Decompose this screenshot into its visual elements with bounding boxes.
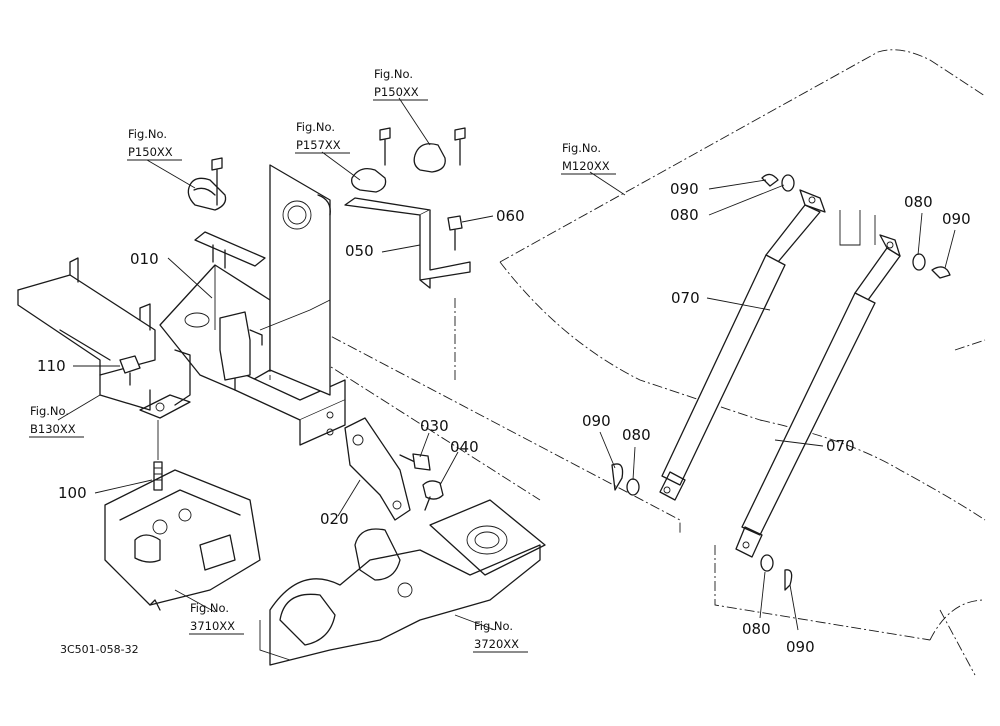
label-110: 110 [37, 357, 66, 375]
part-number-labels: 010 020 030 040 050 060 070 070 080 080 … [37, 180, 971, 656]
main-bracket-010 [139, 164, 346, 446]
fig-ref-label: Fig.No. [296, 120, 335, 134]
gas-strut-left [659, 189, 826, 501]
label-100: 100 [58, 484, 87, 502]
bolt-110 [119, 355, 141, 386]
label-030: 030 [420, 417, 449, 435]
fig-ref-b130: Fig.No. B130XX [29, 404, 84, 438]
fig-ref-3710: Fig.No. 3710XX [189, 601, 244, 635]
left-frame [17, 257, 156, 411]
fig-ref-label: Fig.No. [474, 619, 513, 633]
fig-ref-code: P150XX [374, 85, 419, 99]
bolt-060 [447, 215, 463, 251]
label-090-bottom: 090 [786, 638, 815, 656]
fig-ref-label: Fig.No. [128, 127, 167, 141]
fig-ref-label: Fig.No. [190, 601, 229, 615]
fig-ref-p150-left: Fig.No. P150XX [127, 127, 182, 161]
label-080-mid: 080 [622, 426, 651, 444]
label-090-mid: 090 [582, 412, 611, 430]
fig-ref-p150-top: Fig.No. P150XX [373, 67, 428, 101]
label-090-right: 090 [942, 210, 971, 228]
label-080-right: 080 [904, 193, 933, 211]
gas-strut-right [735, 234, 901, 558]
fig-ref-label: Fig.No. [374, 67, 413, 81]
label-010: 010 [130, 250, 159, 268]
label-040: 040 [450, 438, 479, 456]
label-070-right: 070 [826, 437, 855, 455]
label-080-bottom: 080 [742, 620, 771, 638]
clamp-left [187, 157, 227, 211]
fig-ref-code: P150XX [128, 145, 173, 159]
fig-ref-code: 3720XX [474, 637, 519, 651]
fig-ref-code: B130XX [30, 422, 76, 436]
housing-3720 [259, 499, 546, 666]
leader-lines [57, 97, 956, 631]
bracket-050 [344, 127, 471, 289]
label-080-top: 080 [670, 206, 699, 224]
label-060: 060 [496, 207, 525, 225]
diagram-code: 3C501-058-32 [60, 643, 139, 656]
washer-pin-set [611, 173, 951, 591]
label-070-left: 070 [671, 289, 700, 307]
bolt-030 [399, 453, 431, 471]
fig-ref-p157: Fig.No. P157XX [295, 120, 350, 154]
fig-ref-code: 3710XX [190, 619, 235, 633]
fig-ref-3720: Fig.No. 3720XX [473, 619, 528, 653]
valve-3710 [104, 469, 261, 611]
fig-ref-label: Fig.No. [30, 404, 69, 418]
label-050: 050 [345, 242, 374, 260]
label-090-top: 090 [670, 180, 699, 198]
hood-outline [269, 49, 986, 676]
fig-ref-m120: Fig.No. M120XX [561, 141, 616, 175]
fig-ref-code: M120XX [562, 159, 610, 173]
fig-ref-label: Fig.No. [562, 141, 601, 155]
label-020: 020 [320, 510, 349, 528]
figure-references: Fig.No. P150XX Fig.No. P157XX Fig.No. P1… [29, 67, 616, 653]
bolt-040 [422, 480, 444, 511]
arm-020 [344, 417, 411, 521]
fig-ref-code: P157XX [296, 138, 341, 152]
